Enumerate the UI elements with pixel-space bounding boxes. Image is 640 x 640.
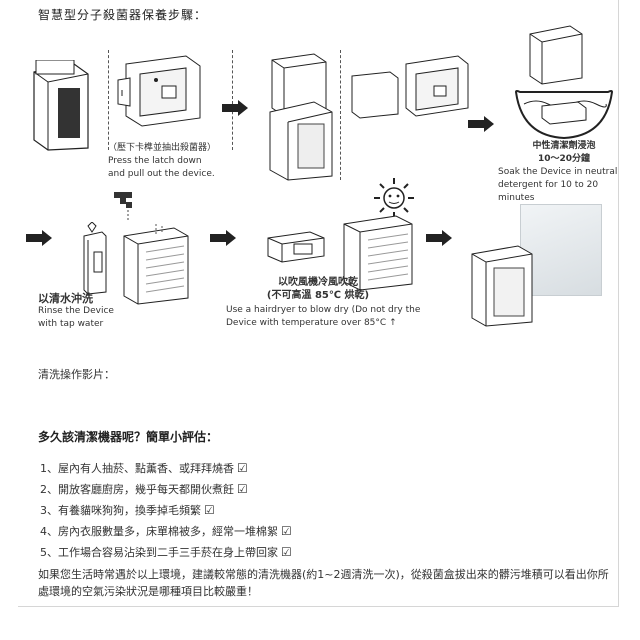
evaluation-checklist: 1、屋內有人抽菸、點薰香、或拜拜燒香☑ 2、開放客廳廚房，幾乎每天都開伙煮飪☑ …: [40, 458, 292, 563]
soak-step-text: 中性清潔劑浸泡 10～20分鐘: [498, 140, 630, 166]
checklist-item: 2、開放客廳廚房，幾乎每天都開伙煮飪☑: [40, 479, 292, 500]
checkbox-checked-icon: ☑: [281, 524, 292, 538]
faucet-icon: [114, 192, 132, 222]
soak-basin-illustration: [514, 25, 614, 140]
arrow-right-icon: [210, 230, 236, 246]
rinse-step-zh: 以清水沖洗: [38, 292, 93, 305]
checklist-item-text: 1、屋內有人抽菸、點薰香、或拜拜燒香: [40, 462, 234, 475]
remove-step-text: （壓下卡榫並抽出殺菌器） Press the latch down and pu…: [108, 142, 216, 181]
sun-icon: [374, 178, 414, 218]
remove-step-en-line2: and pull out the device.: [108, 169, 215, 179]
remove-step-zh: （壓下卡榫並抽出殺菌器）: [108, 143, 217, 153]
checklist-item: 5、工作場合容易沾染到二手三手菸在身上帶回家☑: [40, 542, 292, 563]
dry-step-en-text: Use a hairdryer to blow dry (Do not dry …: [226, 304, 420, 330]
device-reassembled-illustration: [471, 245, 533, 327]
checklist-item-text: 3、有養貓咪狗狗，換季掉毛頻繁: [40, 504, 201, 517]
cleaning-frequency-question: 多久該清潔機器呢？簡單小評估：: [38, 430, 219, 444]
device-panel-rinse-illustration: [123, 224, 189, 305]
remove-step-en-line1: Press the latch down: [108, 156, 202, 166]
rinse-step-en-line1: Rinse the Device: [38, 306, 114, 316]
rinse-step-en-line2: with tap water: [38, 319, 104, 329]
checkbox-checked-icon: ☑: [237, 482, 248, 496]
checklist-item: 3、有養貓咪狗狗，換季掉毛頻繁☑: [40, 500, 292, 521]
dry-step-en-line1: Use a hairdryer to blow dry (Do not dry …: [226, 305, 421, 315]
checklist-item-text: 5、工作場合容易沾染到二手三手菸在身上帶回家: [40, 546, 278, 559]
checklist-item: 4、房內衣服數量多，床單棉被多，經常一堆棉絮☑: [40, 521, 292, 542]
device-disassembly-illustration: [351, 55, 469, 119]
rinse-step-text: 以清水沖洗 Rinse the Device with tap water: [38, 292, 114, 331]
dashed-divider: [340, 50, 341, 180]
checkbox-checked-icon: ☑: [281, 545, 292, 559]
content-frame: [18, 0, 619, 607]
soak-step-zh-line2: 10～20分鐘: [537, 154, 591, 164]
device-panel-dry-illustration: [343, 215, 413, 291]
dry-step-en-line2-text: Device with temperature over 85°C: [226, 318, 387, 328]
device-module-dry-illustration: [267, 231, 325, 263]
checklist-item-text: 4、房內衣服數量多，床單棉被多，經常一堆棉絮: [40, 525, 278, 538]
dry-step-zh-line1: 以吹風機冷風吹乾: [278, 277, 358, 288]
arrow-right-icon: [426, 230, 452, 246]
device-pulled-out-illustration: [269, 53, 333, 181]
dashed-divider: [108, 50, 109, 150]
checklist-item: 1、屋內有人抽菸、點薰香、或拜拜燒香☑: [40, 458, 292, 479]
device-outer-case-illustration: [33, 60, 89, 151]
checkbox-checked-icon: ☑: [204, 503, 215, 517]
soak-step-zh-line1: 中性清潔劑浸泡: [532, 141, 596, 151]
checklist-item-text: 2、開放客廳廚房，幾乎每天都開伙煮飪: [40, 483, 234, 496]
device-latch-illustration: [117, 55, 201, 127]
up-arrow-icon: ↑: [389, 318, 397, 328]
dry-step-en-line2: Device with temperature over 85°C ↑: [226, 317, 420, 330]
arrow-right-icon: [26, 230, 52, 246]
arrow-right-icon: [222, 100, 248, 116]
soak-step-en: Soak the Device in neutral detergent for…: [498, 166, 630, 205]
page-title: 智慧型分子殺菌器保養步驟：: [38, 8, 208, 22]
device-rinse-illustration: [83, 222, 107, 295]
dashed-divider: [232, 50, 233, 150]
video-label: 清洗操作影片：: [38, 368, 115, 381]
dry-step-zh-line2: (不可高溫 85℃ 烘乾): [266, 290, 370, 301]
arrow-right-icon: [468, 116, 494, 132]
soak-step-en-line1: Soak the Device in neutral: [498, 167, 618, 177]
dry-step-zh-text: 以吹風機冷風吹乾 (不可高溫 85℃ 烘乾): [250, 276, 386, 302]
advice-paragraph: 如果您生活時常遇於以上環境，建議較常態的清洗機器(約1~2週清洗一次)，從殺菌盒…: [38, 568, 609, 598]
soak-step-en-line2: detergent for 10 to 20 minutes: [498, 180, 599, 203]
checkbox-checked-icon: ☑: [237, 461, 248, 475]
